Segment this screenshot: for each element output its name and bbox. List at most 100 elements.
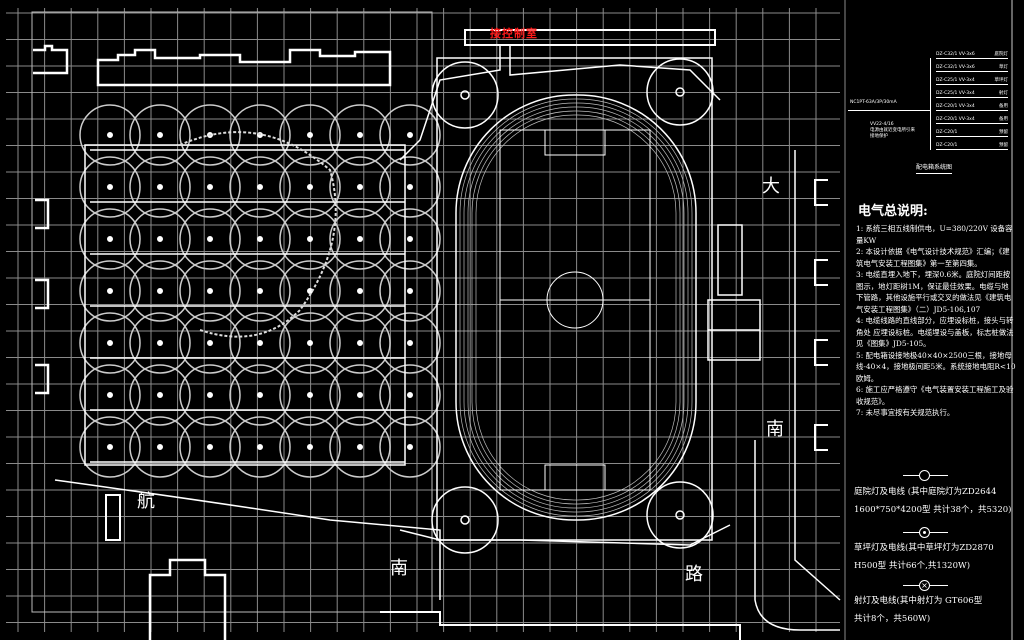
note-item: 5: 配电箱设接地极40×40×2500三根，接地母线-40×4，接地极间距5米… [856, 350, 1016, 383]
note-item: 2: 本设计依据《电气设计技术规范》汇编；《建筑电气安装工程图集》第一至第四集。 [856, 247, 1010, 268]
circuit-cable: VV-3x4 [958, 78, 975, 83]
circuit-load: 预留 [999, 143, 1008, 148]
building [33, 44, 69, 75]
lamp-coverage-circle [379, 416, 441, 478]
lamp-coverage-circle [179, 312, 241, 374]
lamp-point [207, 288, 213, 294]
building [814, 339, 828, 366]
lamp-coverage-circle [229, 364, 291, 426]
lamp-point [307, 340, 313, 346]
lamp-point [157, 236, 163, 242]
lamp-coverage-circle [279, 364, 341, 426]
floodlight-coverage [646, 481, 714, 549]
lamp-coverage-circle [79, 156, 141, 218]
circuit-load: 草坪灯 [994, 78, 1009, 83]
lamp-point [207, 444, 213, 450]
legend-item: 草坪灯及电线(其中草坪灯为ZD2870 H500型 共计66个,共1320W) [854, 539, 994, 575]
notes-title: 电气总说明: [858, 204, 928, 219]
lamp-coverage-circle [329, 156, 391, 218]
lamp-coverage-circle [379, 208, 441, 270]
legend-text: 共计8个，共560W) [854, 614, 931, 624]
lamp-point [157, 444, 163, 450]
courtyard-lamp-icon [903, 470, 948, 481]
lamp-point [357, 236, 363, 242]
lamp-point [157, 340, 163, 346]
feed-line [848, 110, 930, 111]
circuit-cable: VV-3x4 [958, 104, 975, 109]
lamp-point [357, 132, 363, 138]
lamp-coverage-circle [179, 416, 241, 478]
lamp-point [357, 288, 363, 294]
drawing-grid [6, 0, 1013, 640]
track-lane [463, 102, 689, 513]
lamp-point [307, 184, 313, 190]
lamp-point [407, 132, 413, 138]
circuit-load: 草灯 [999, 65, 1008, 70]
lamp-coverage-circle [279, 104, 341, 166]
circuit-breaker: DZ-C20/1 [936, 143, 958, 148]
legend-text: 庭院灯及电线 (其中庭院灯为ZD2644 [854, 487, 997, 497]
building [35, 363, 50, 395]
lamp-point [207, 340, 213, 346]
note-item: 7: 未尽事宜按有关规范执行。 [856, 408, 955, 417]
lamp-coverage-circle [379, 364, 441, 426]
lamp-coverage-circle [229, 416, 291, 478]
circuit-breaker: DZ-C20/1 [936, 104, 958, 109]
track-lane [471, 110, 681, 505]
circuit-breaker: DZ-C32/1 [936, 65, 958, 70]
lamp-point [407, 340, 413, 346]
circuit-breaker: DZ-C25/1 [936, 91, 958, 96]
lamp-point [307, 236, 313, 242]
road-edge [54, 479, 441, 600]
lamp-coverage-circle [129, 104, 191, 166]
circuit-row: DZ-C25/1 VV-3x4 射灯 [936, 91, 1008, 98]
feed-note: VV22-4/16 电源由就近变电所引来 接地保护 [870, 122, 915, 140]
feed-note-line: 电源由就近变电所引来 [870, 128, 915, 133]
circuit-row: DZ-C20/1 VV-3x4 备用 [936, 104, 1008, 111]
circuit-load: 庭院灯 [994, 52, 1009, 57]
legend-text: 1600*750*4200型 共计38个，共5320) [854, 505, 1012, 515]
lamp-coverage-circle [279, 312, 341, 374]
circuit-cable: VV-3x6 [958, 52, 975, 57]
note-item: 6: 施工应严格遵守《电气装置安装工程施工及验收规范》。 [856, 385, 1014, 406]
legend-item: 庭院灯及电线 (其中庭院灯为ZD2644 1600*750*4200型 共计38… [854, 483, 1011, 519]
busbar [930, 58, 931, 150]
lamp-coverage-circle [179, 156, 241, 218]
lamp-point [357, 392, 363, 398]
note-item: 4: 电缆线路的直线部分，应埋设标桩，接头与转角处 应埋设标桩。电缆埋设与盖板，… [856, 316, 1014, 348]
system-diagram-title: 配电箱系统图 [916, 164, 953, 174]
stadium-boundary [436, 57, 713, 541]
building [814, 424, 828, 451]
road-edge [794, 150, 841, 601]
circuit-breaker: DZ-C20/1 [936, 117, 958, 122]
lamp-point [107, 444, 113, 450]
building [814, 179, 828, 206]
lamp-point [107, 236, 113, 242]
lamp-coverage-circle [129, 156, 191, 218]
circuit-load: 备用 [999, 104, 1008, 109]
track-lane [459, 98, 693, 517]
lamp-point [107, 392, 113, 398]
spotlight-icon [675, 510, 685, 520]
road-label-da: 大 [762, 176, 780, 197]
lamp-coverage-circle [179, 208, 241, 270]
road-edge [754, 440, 840, 631]
note-item: 3: 电缆直埋入地下，埋深0.6米。庭院灯间距按图示，地灯距树1M，保证最佳效果… [856, 270, 1012, 314]
garden-path [179, 131, 337, 338]
feed-note-line: 接地保护 [870, 134, 888, 139]
legend-item: 射灯及电线(其中射灯为 GT606型 共计8个，共560W) [854, 592, 982, 628]
lamp-point [257, 288, 263, 294]
lawn-lamp-icon [903, 527, 948, 538]
feed-note-line: VV22-4/16 [870, 122, 894, 127]
lamp-point [257, 444, 263, 450]
building [96, 48, 392, 87]
lamp-point [257, 392, 263, 398]
lamp-point [107, 340, 113, 346]
circuit-row: DZ-C20/1 预留 [936, 130, 1008, 137]
lamp-coverage-circle [129, 208, 191, 270]
lamp-point [107, 184, 113, 190]
building [35, 198, 50, 230]
circuit-cable: VV-3x6 [958, 65, 975, 70]
road-edge [380, 611, 741, 640]
feeder-cable [399, 45, 501, 161]
